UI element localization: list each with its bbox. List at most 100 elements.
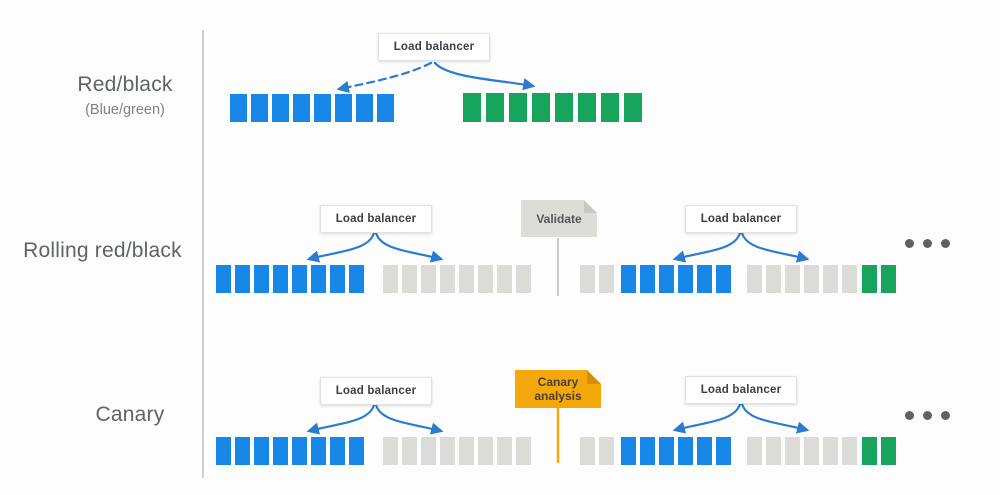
ellipsis-dots-icon (923, 411, 932, 420)
gray-instance-square (421, 437, 436, 465)
current-instances-group (216, 437, 368, 465)
pending-instances-group (383, 265, 535, 293)
load-balancer-box: Load balancer (378, 33, 490, 61)
pending-instances-group (580, 265, 618, 293)
blue-instance-square (335, 94, 352, 122)
blue-instance-square (716, 437, 731, 465)
pending-instances-group (747, 265, 861, 293)
blue-instance-square (230, 94, 247, 122)
blue-instance-square (640, 265, 655, 293)
blue-instance-square (678, 265, 693, 293)
validate-label: Validate (536, 211, 582, 226)
blue-instance-square (235, 265, 250, 293)
blue-instance-square (659, 437, 674, 465)
gray-instance-square (842, 437, 857, 465)
current-instances-group (621, 437, 735, 465)
dashed-arrow-to-current (336, 61, 433, 94)
gray-instance-square (747, 437, 762, 465)
gray-instance-square (785, 437, 800, 465)
row-label-red-black: Red/black (Blue/green) (30, 73, 220, 118)
green-instance-square (881, 265, 896, 293)
blue-instance-square (678, 437, 693, 465)
folded-corner-icon (584, 200, 597, 213)
gray-instance-square (497, 265, 512, 293)
canary-analysis-label-line1: Canary (537, 375, 579, 389)
gray-instance-square (383, 265, 398, 293)
gray-instance-square (766, 265, 781, 293)
fork-arrow-left (306, 403, 376, 435)
gray-instance-square (478, 437, 493, 465)
ellipsis-dots-icon (941, 239, 950, 248)
gray-instance-square (402, 265, 417, 293)
green-instance-square (509, 93, 527, 122)
gray-instance-square (478, 265, 493, 293)
blue-instance-square (349, 265, 364, 293)
gray-instance-square (459, 437, 474, 465)
green-instance-square (601, 93, 619, 122)
blue-instance-square (235, 437, 250, 465)
ellipsis-dots-icon (905, 239, 914, 248)
row-title: Red/black (77, 73, 173, 96)
blue-instance-square (293, 94, 310, 122)
row-title: Canary (95, 403, 165, 426)
ellipsis-dots-icon (941, 411, 950, 420)
gray-instance-square (599, 265, 614, 293)
gray-instance-square (516, 437, 531, 465)
gray-instance-square (516, 265, 531, 293)
green-instance-square (532, 93, 550, 122)
blue-instance-square (216, 265, 231, 293)
blue-instance-square (377, 94, 394, 122)
blue-instance-square (273, 437, 288, 465)
row-label-canary: Canary (35, 403, 225, 427)
ellipsis-dots-icon (923, 239, 932, 248)
fork-arrow-right (374, 403, 444, 435)
green-instance-square (862, 265, 877, 293)
canary-analysis-label-line2: analysis (534, 389, 582, 403)
validate-tag: Validate (521, 200, 597, 237)
vertical-divider-line (202, 30, 204, 478)
blue-instance-square (216, 437, 231, 465)
gray-instance-square (842, 265, 857, 293)
blue-instance-square (314, 94, 331, 122)
pending-instances-group (383, 437, 535, 465)
new-instances-group (463, 93, 647, 122)
blue-instance-square (292, 265, 307, 293)
blue-instance-square (292, 437, 307, 465)
load-balancer-box: Load balancer (320, 377, 432, 405)
green-instance-square (463, 93, 481, 122)
gray-instance-square (440, 437, 455, 465)
load-balancer-box: Load balancer (685, 205, 797, 233)
blue-instance-square (330, 437, 345, 465)
fork-arrow-left (672, 402, 742, 434)
row-title: Rolling red/black (23, 239, 182, 262)
new-instances-group (862, 265, 900, 293)
solid-arrow-to-new (433, 61, 536, 91)
blue-instance-square (697, 265, 712, 293)
gray-instance-square (402, 437, 417, 465)
load-balancer-box: Load balancer (685, 376, 797, 404)
pending-instances-group (747, 437, 861, 465)
green-instance-square (862, 437, 877, 465)
current-instances-group (621, 265, 735, 293)
gray-instance-square (804, 265, 819, 293)
gray-instance-square (823, 437, 838, 465)
blue-instance-square (356, 94, 373, 122)
gray-instance-square (580, 265, 595, 293)
blue-instance-square (311, 265, 326, 293)
row-label-rolling-red-black: Rolling red/black (5, 239, 200, 263)
blue-instance-square (254, 265, 269, 293)
new-instances-group (862, 437, 900, 465)
blue-instance-square (349, 437, 364, 465)
blue-instance-square (251, 94, 268, 122)
green-instance-square (624, 93, 642, 122)
green-instance-square (555, 93, 573, 122)
blue-instance-square (659, 265, 674, 293)
gray-instance-square (804, 437, 819, 465)
canary-analysis-tag: Canary analysis (515, 370, 601, 408)
green-instance-square (486, 93, 504, 122)
gray-instance-square (421, 265, 436, 293)
gray-instance-square (459, 265, 474, 293)
gray-instance-square (785, 265, 800, 293)
fork-arrow-right (374, 231, 444, 263)
